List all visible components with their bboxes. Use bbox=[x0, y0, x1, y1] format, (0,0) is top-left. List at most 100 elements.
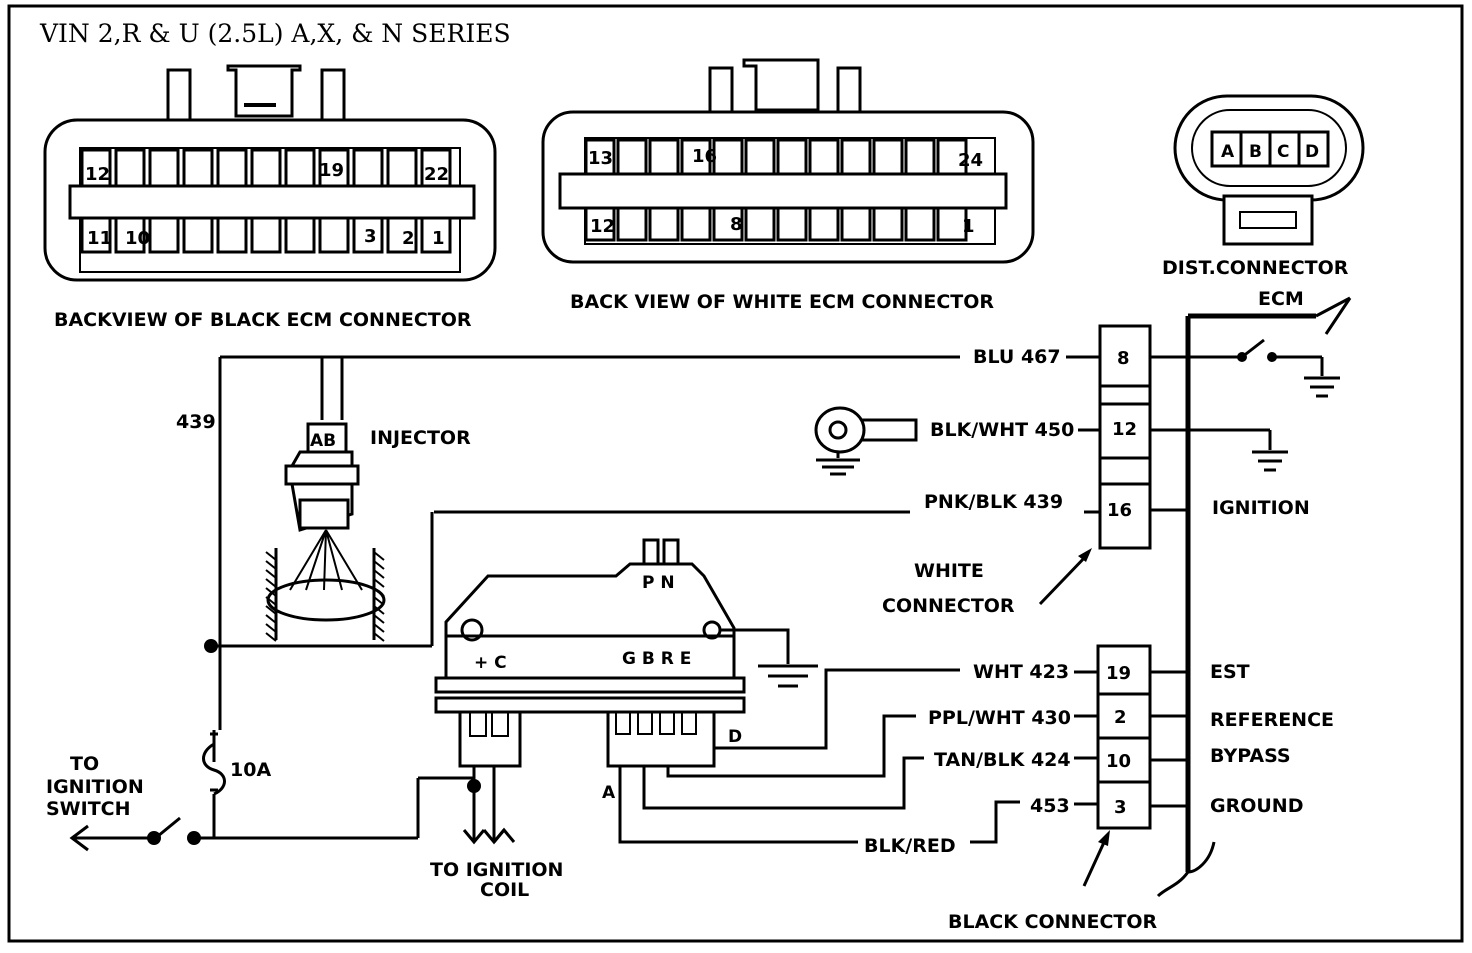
connector-cell bbox=[182, 216, 214, 254]
connector-cell bbox=[712, 138, 744, 176]
hatch-mark bbox=[373, 560, 385, 570]
pin-label: 19 bbox=[1106, 663, 1131, 684]
white-connector-label: CONNECTOR bbox=[882, 595, 1015, 617]
connector-cell bbox=[318, 148, 350, 188]
injector: AB bbox=[265, 357, 386, 642]
connector-cell bbox=[386, 148, 418, 188]
connector-cell bbox=[148, 148, 180, 188]
connector-cell bbox=[840, 206, 872, 242]
ground-label: GROUND bbox=[1210, 795, 1303, 817]
white-connector-caption: BACK VIEW OF WHITE ECM CONNECTOR bbox=[570, 291, 994, 313]
white-connector-label: WHITE bbox=[914, 560, 984, 582]
connector-cell bbox=[840, 138, 872, 176]
pin-label: 24 bbox=[958, 150, 983, 171]
pin-label: 11 bbox=[87, 228, 112, 249]
pointer-arrow bbox=[1078, 548, 1092, 562]
pin-label: 16 bbox=[1107, 500, 1132, 521]
fuse bbox=[202, 730, 226, 838]
hatch-mark bbox=[373, 587, 385, 597]
connector-cell bbox=[872, 206, 904, 242]
wire-label: PNK/BLK 439 bbox=[924, 491, 1063, 513]
hatch-mark bbox=[373, 632, 385, 642]
connector-cell bbox=[776, 206, 808, 242]
hatch-mark bbox=[265, 596, 277, 606]
pin-label: 10 bbox=[1106, 751, 1131, 772]
connector-cell bbox=[616, 138, 648, 176]
est-label: EST bbox=[1210, 661, 1250, 683]
pin-label: 1 bbox=[432, 228, 445, 249]
hatch-mark bbox=[373, 605, 385, 615]
wire-label: BLK/WHT 450 bbox=[930, 419, 1074, 441]
connector-cell bbox=[216, 148, 248, 188]
connector-cell bbox=[904, 206, 936, 242]
ignition-switch-label: TO bbox=[70, 753, 99, 775]
pin-label: 8 bbox=[730, 214, 743, 235]
pin-label: 22 bbox=[424, 164, 449, 185]
connector-cell bbox=[808, 206, 840, 242]
hatch-mark bbox=[265, 632, 277, 642]
fuse-label: 10A bbox=[230, 759, 271, 781]
connector-cell bbox=[648, 206, 680, 242]
connector-cell bbox=[420, 148, 452, 188]
pin-label: 12 bbox=[590, 216, 615, 237]
module-right-pins: G B R E bbox=[622, 649, 691, 669]
hatch-mark bbox=[373, 551, 385, 561]
connector-cell bbox=[250, 216, 282, 254]
ecm-ground bbox=[1150, 428, 1288, 472]
pin-label: 3 bbox=[364, 226, 377, 247]
ignition-coil-label: TO IGNITION bbox=[430, 859, 563, 881]
pin-label: B bbox=[1249, 142, 1262, 162]
dist-connector: A B C D bbox=[1173, 94, 1365, 246]
connector-cell bbox=[776, 138, 808, 176]
connector-cell bbox=[352, 148, 384, 188]
connector-cell bbox=[680, 206, 712, 242]
reference-label: REFERENCE bbox=[1210, 709, 1334, 731]
ignition-module bbox=[434, 538, 818, 768]
module-pin-d: D bbox=[728, 727, 742, 747]
connector-cell bbox=[936, 138, 968, 176]
black-ecm-connector-view: 12 19 22 11 10 3 2 1 bbox=[43, 64, 497, 282]
wire-label: PPL/WHT 430 bbox=[928, 707, 1071, 729]
pin-label: 19 bbox=[319, 160, 344, 181]
ignition-coil-label: COIL bbox=[480, 879, 529, 901]
pin-label: C bbox=[1277, 142, 1289, 162]
ecm-bus bbox=[1156, 296, 1352, 898]
white-connector: 8 12 16 bbox=[1098, 324, 1152, 550]
pin-label: A bbox=[1221, 142, 1235, 162]
wire-label: BLU 467 bbox=[973, 346, 1061, 368]
hatch-mark bbox=[373, 623, 385, 633]
connector-cell bbox=[712, 206, 744, 242]
connector-cell bbox=[148, 216, 180, 254]
injector-label: INJECTOR bbox=[370, 427, 471, 449]
pin-label: 13 bbox=[588, 148, 613, 169]
dist-connector-caption: DIST.CONNECTOR bbox=[1162, 257, 1349, 279]
wire-label: TAN/BLK 424 bbox=[934, 749, 1071, 771]
connector-cell bbox=[648, 138, 680, 176]
pin-label: 12 bbox=[85, 164, 110, 185]
hatch-mark bbox=[373, 578, 385, 588]
bypass-label: BYPASS bbox=[1210, 745, 1291, 767]
hatch-mark bbox=[265, 587, 277, 597]
connector-cell bbox=[744, 206, 776, 242]
wire-label: WHT 423 bbox=[973, 661, 1069, 683]
connector-cell bbox=[182, 148, 214, 188]
connector-cell bbox=[584, 138, 616, 176]
pin-label: 16 bbox=[692, 146, 717, 167]
ignition-switch-label: IGNITION bbox=[46, 776, 144, 798]
hatch-mark bbox=[373, 569, 385, 579]
ecm-switch bbox=[1150, 338, 1340, 398]
pin-label: D bbox=[1305, 142, 1319, 162]
black-connector: 19 2 10 3 bbox=[1096, 644, 1152, 830]
module-pin-a: A bbox=[602, 783, 616, 803]
module-top-pins: P N bbox=[642, 573, 675, 593]
pointer-arrow bbox=[1098, 830, 1110, 846]
connector-cell bbox=[114, 216, 146, 254]
connector-cell bbox=[216, 216, 248, 254]
pointer-arrow bbox=[1038, 552, 1090, 606]
pin-label: 3 bbox=[1114, 797, 1127, 818]
hatch-mark bbox=[265, 551, 277, 561]
connector-cell bbox=[808, 138, 840, 176]
ground-lug bbox=[814, 406, 918, 476]
